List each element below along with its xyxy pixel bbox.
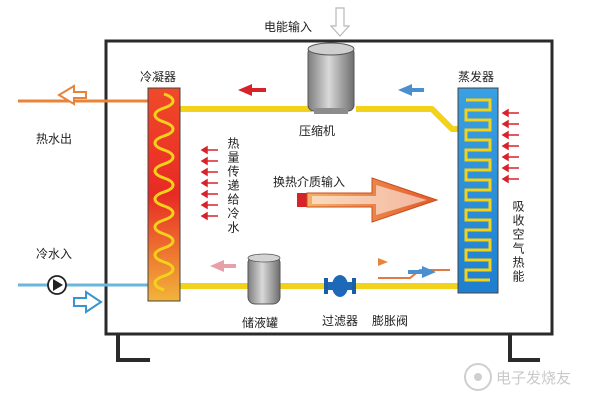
air-heat-arrows xyxy=(501,108,519,184)
watermark-logo-icon xyxy=(464,363,492,391)
evaporator-coil xyxy=(464,98,492,282)
condenser-label: 冷凝器 xyxy=(140,69,176,84)
watermark-text: 电子发烧友 xyxy=(496,369,571,387)
compressor-body xyxy=(307,46,355,112)
flow-arrow-blue-right xyxy=(408,266,436,278)
left-foot xyxy=(116,334,150,362)
receiver-body xyxy=(247,255,281,305)
hot-water-out-label: 热水出 xyxy=(36,132,72,146)
filter-icon xyxy=(324,275,356,297)
watermark: 电子发烧友 xyxy=(464,363,571,391)
medium-inlet-red xyxy=(297,193,307,207)
power-input-arrow xyxy=(329,7,351,37)
air-heat-label: 吸收空气热能 xyxy=(511,200,525,284)
expansion-valve-label: 膨胀阀 xyxy=(372,314,408,328)
flow-arrow-expansion xyxy=(378,258,388,266)
medium-input-label: 换热介质输入 xyxy=(273,174,345,189)
water-pump-triangle xyxy=(53,279,63,291)
filter-label: 过滤器 xyxy=(322,314,358,328)
condenser-body xyxy=(147,87,181,302)
receiver-label: 储液罐 xyxy=(242,315,278,330)
receiver-top xyxy=(247,253,281,263)
compressor-label: 压缩机 xyxy=(299,123,335,138)
watermark-logo-dot xyxy=(474,373,482,381)
cold-water-in-label: 冷水入 xyxy=(36,247,72,261)
hot-water-out-arrow xyxy=(57,84,87,106)
heat-transfer-label: 热量传递给冷水 xyxy=(226,137,240,235)
evaporator-label: 蒸发器 xyxy=(458,69,494,84)
heat-transfer-arrows xyxy=(200,145,218,221)
refrigerant-pipe xyxy=(180,106,458,289)
power-input-label: 电能输入 xyxy=(264,19,312,34)
flow-arrow-red-left xyxy=(238,84,266,96)
medium-input-arrow-inner xyxy=(312,185,427,215)
flow-arrow-blue-left xyxy=(398,84,424,96)
condenser-coil xyxy=(153,92,175,292)
compressor-top xyxy=(307,42,355,56)
right-foot xyxy=(508,334,540,362)
cold-water-in-arrow xyxy=(73,290,103,314)
compressor-base xyxy=(314,108,348,114)
unit-frame xyxy=(104,39,554,336)
flow-arrow-pink xyxy=(210,260,236,272)
